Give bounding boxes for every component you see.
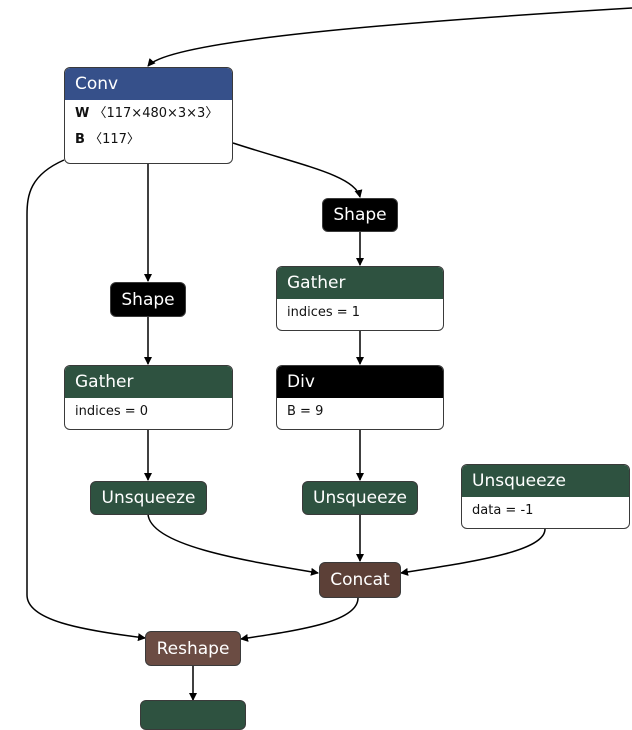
edge-unsqueeze-left-to-concat bbox=[147, 513, 319, 576]
shape-right-node[interactable]: Shape bbox=[322, 198, 398, 232]
gather-right-node[interactable]: Gather indices = 1 bbox=[276, 266, 444, 331]
gather-left-node[interactable]: Gather indices = 0 bbox=[64, 365, 233, 430]
unsqueeze-right-node-title: Unsqueeze bbox=[462, 465, 629, 497]
shape-left-node[interactable]: Shape bbox=[110, 282, 186, 317]
unsqueeze-left-node[interactable]: Unsqueeze bbox=[90, 481, 207, 515]
edge-concat-to-reshape bbox=[240, 597, 359, 642]
reshape-node-title: Reshape bbox=[156, 638, 230, 659]
conv-attr-w: W 〈117×480×3×3〉 bbox=[75, 104, 222, 130]
conv-attr-b-key: B bbox=[75, 132, 85, 147]
shape-right-node-title: Shape bbox=[333, 205, 387, 225]
conv-attr-b: B 〈117〉 bbox=[75, 130, 222, 156]
gather-right-attr-indices: indices = 1 bbox=[287, 305, 361, 320]
shape-left-node-title: Shape bbox=[121, 289, 175, 310]
edge-conv-to-reshape bbox=[26, 159, 146, 642]
conv-node[interactable]: Conv W 〈117×480×3×3〉 B 〈117〉 bbox=[64, 67, 233, 164]
gather-left-node-title: Gather bbox=[65, 366, 232, 398]
gather-left-attr-indices: indices = 0 bbox=[75, 404, 149, 419]
unsqueeze-right-node-attributes: data = -1 bbox=[462, 497, 629, 527]
unsqueeze-right-node[interactable]: Unsqueeze data = -1 bbox=[461, 464, 630, 529]
gather-right-node-attributes: indices = 1 bbox=[277, 299, 443, 329]
edge-input-to-conv bbox=[147, 7, 632, 67]
conv-attr-w-value: 〈117×480×3×3〉 bbox=[93, 106, 219, 121]
div-attr-b: B = 9 bbox=[287, 404, 324, 419]
reshape-node[interactable]: Reshape bbox=[145, 631, 241, 666]
graph-canvas bbox=[26, 7, 632, 701]
concat-node-title: Concat bbox=[330, 570, 390, 590]
concat-node[interactable]: Concat bbox=[319, 562, 401, 598]
conv-attr-w-key: W bbox=[75, 106, 90, 121]
unsqueeze-right-attr-data: data = -1 bbox=[472, 503, 534, 518]
div-node[interactable]: Div B = 9 bbox=[276, 365, 444, 430]
conv-attr-b-value: 〈117〉 bbox=[89, 132, 140, 147]
unsqueeze-mid-node-title: Unsqueeze bbox=[313, 488, 407, 508]
unsqueeze-mid-node[interactable]: Unsqueeze bbox=[302, 481, 418, 515]
edge-unsqueeze-right-to-concat bbox=[400, 528, 546, 576]
gather-right-node-title: Gather bbox=[277, 267, 443, 299]
edge-conv-to-shape-right bbox=[232, 142, 363, 198]
conv-node-title: Conv bbox=[65, 68, 232, 100]
gather-left-node-attributes: indices = 0 bbox=[65, 398, 232, 428]
div-node-attributes: B = 9 bbox=[277, 398, 443, 428]
conv-node-attributes: W 〈117×480×3×3〉 B 〈117〉 bbox=[65, 100, 232, 156]
div-node-title: Div bbox=[277, 366, 443, 398]
unsqueeze-left-node-title: Unsqueeze bbox=[101, 488, 196, 508]
next-node-partial[interactable] bbox=[140, 700, 246, 730]
